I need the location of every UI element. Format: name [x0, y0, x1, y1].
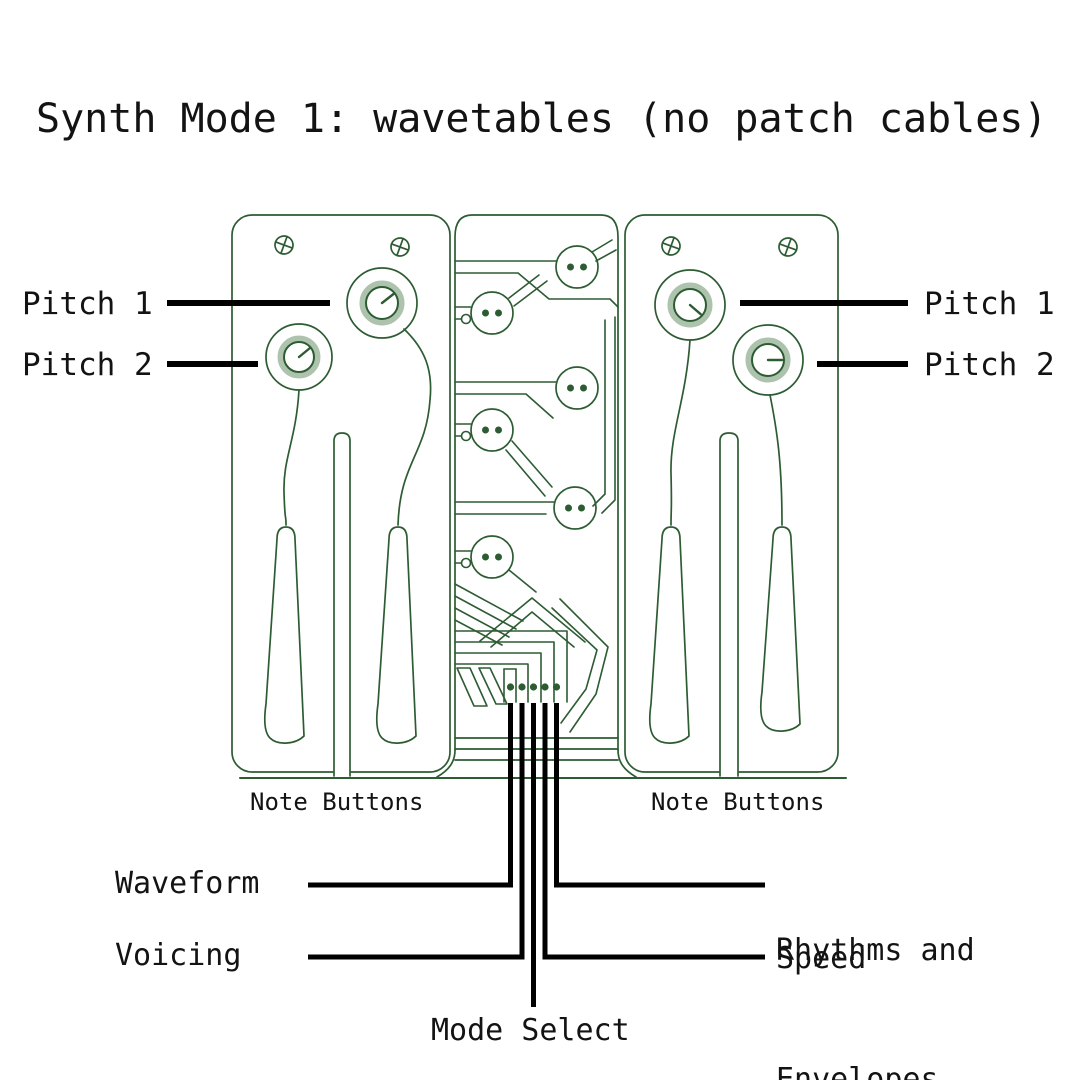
pcb-traces: [454, 239, 619, 733]
rhythms-envelopes-label: Rhythms and Envelopes: [776, 843, 975, 1080]
button-pad: [555, 245, 599, 289]
note-button-shape: [263, 526, 417, 744]
waveform-line: [308, 703, 513, 888]
screw-icon: [274, 235, 410, 257]
pitch1-label-right: Pitch 1: [924, 286, 1055, 322]
pitch1-label-left: Pitch 1: [22, 286, 153, 322]
right-key-panel: [624, 214, 839, 777]
pitch2-label-right: Pitch 2: [924, 347, 1055, 383]
pitch2-knob-right: [732, 324, 804, 396]
voicing-label: Voicing: [115, 938, 242, 973]
note-buttons-label-left: Note Buttons: [250, 788, 424, 816]
center-pcb-strip: [436, 214, 637, 778]
button-pad: [470, 408, 514, 452]
button-pad: [555, 366, 599, 410]
rhythms-envelopes-line2: Envelopes: [776, 1062, 939, 1080]
waveform-label: Waveform: [115, 866, 260, 901]
speed-line: [542, 703, 765, 960]
voicing-line: [308, 703, 525, 960]
rhythms-envelopes-line1: Rhythms and: [776, 933, 975, 968]
button-pad: [553, 486, 597, 530]
note-button-shape: [648, 526, 801, 744]
pitch1-knob-right: [654, 269, 726, 341]
rhythms-envelopes-line: [554, 703, 765, 888]
button-pad: [470, 535, 514, 579]
button-pad: [470, 291, 514, 335]
screw-icon: [661, 236, 798, 257]
header-pin-dots: [506, 683, 561, 691]
pitch1-knob-left: [346, 267, 418, 339]
speed-label: Speed: [776, 941, 867, 976]
left-key-panel: [231, 214, 451, 777]
pitch2-knob-left: [265, 323, 333, 391]
pitch2-label-left: Pitch 2: [22, 347, 153, 383]
leader-lines: [167, 300, 908, 1007]
button-pads: [470, 245, 599, 579]
page-title: Synth Mode 1: wavetables (no patch cable…: [36, 96, 1048, 142]
note-buttons-label-right: Note Buttons: [651, 788, 825, 816]
mode-select-label: Mode Select: [431, 1013, 630, 1048]
